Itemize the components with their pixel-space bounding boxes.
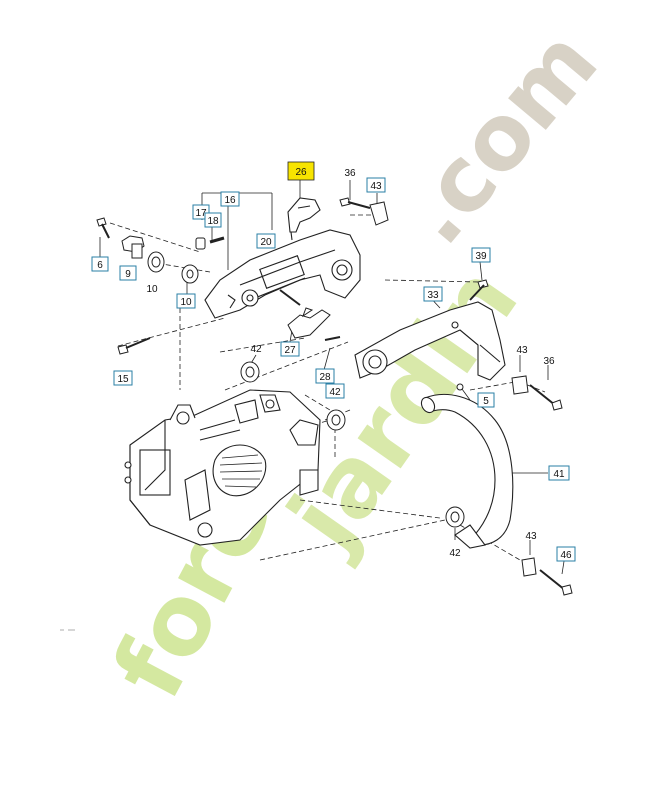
callout-16[interactable]: 16 [220, 191, 240, 207]
callout-42-mid[interactable]: 42 [325, 383, 345, 399]
svg-text:42: 42 [250, 344, 262, 355]
svg-text:43: 43 [516, 345, 528, 356]
rear-handle [204, 229, 361, 319]
svg-text:42: 42 [329, 387, 341, 398]
callout-43-right[interactable]: 43 [516, 345, 528, 356]
callout-28[interactable]: 28 [315, 368, 335, 384]
throttle-trigger-part-26 [287, 197, 321, 241]
callout-46[interactable]: 46 [556, 546, 576, 562]
callout-15[interactable]: 15 [113, 370, 133, 386]
svg-text:28: 28 [319, 372, 331, 383]
front-handle-tube-part-41 [420, 393, 514, 549]
svg-text:10: 10 [180, 297, 192, 308]
callout-43-top[interactable]: 43 [366, 177, 386, 193]
callout-42-upper[interactable]: 42 [250, 344, 262, 355]
svg-text:9: 9 [125, 269, 131, 280]
svg-text:20: 20 [260, 237, 272, 248]
svg-text:43: 43 [525, 531, 537, 542]
svg-text:5: 5 [483, 396, 489, 407]
engine-housing [124, 389, 321, 546]
svg-text:36: 36 [543, 356, 555, 367]
lever-part-27 [287, 307, 331, 339]
callout-36-right[interactable]: 36 [543, 356, 555, 367]
svg-text:16: 16 [224, 195, 236, 206]
svg-text:17: 17 [195, 208, 207, 219]
svg-text:39: 39 [475, 251, 487, 262]
svg-text:36: 36 [344, 168, 356, 179]
watermark: forêt jardin .com [91, 10, 618, 715]
handle-bracket-part-33 [354, 301, 506, 381]
callout-39[interactable]: 39 [471, 247, 491, 263]
svg-text:26: 26 [295, 167, 307, 178]
svg-text:10: 10 [146, 284, 158, 295]
svg-text:15: 15 [117, 374, 129, 385]
callout-36-top[interactable]: 36 [344, 168, 356, 179]
callout-labels: 26 36 43 16 17 18 20 [91, 161, 576, 562]
svg-text:33: 33 [427, 290, 439, 301]
callout-26[interactable]: 26 [287, 161, 315, 181]
watermark-com: .com [381, 10, 618, 264]
svg-text:27: 27 [284, 345, 296, 356]
callout-9[interactable]: 9 [119, 265, 137, 281]
callout-41[interactable]: 41 [548, 465, 570, 481]
callout-10-plain[interactable]: 10 [146, 284, 158, 295]
callout-10-boxed[interactable]: 10 [176, 293, 196, 309]
svg-text:6: 6 [97, 260, 103, 271]
hardware-parts [96, 197, 573, 596]
svg-text:41: 41 [553, 469, 565, 480]
callout-18[interactable]: 18 [204, 212, 222, 228]
callout-20[interactable]: 20 [256, 233, 276, 249]
svg-text:42: 42 [449, 548, 461, 559]
svg-text:18: 18 [207, 216, 219, 227]
callout-27[interactable]: 27 [280, 341, 300, 357]
callout-5[interactable]: 5 [477, 392, 495, 408]
callout-42-lower[interactable]: 42 [449, 548, 461, 559]
svg-text:43: 43 [370, 181, 382, 192]
callout-6[interactable]: 6 [91, 256, 109, 272]
svg-text:46: 46 [560, 550, 572, 561]
callout-33[interactable]: 33 [423, 286, 443, 302]
callout-43-lower[interactable]: 43 [525, 531, 537, 542]
